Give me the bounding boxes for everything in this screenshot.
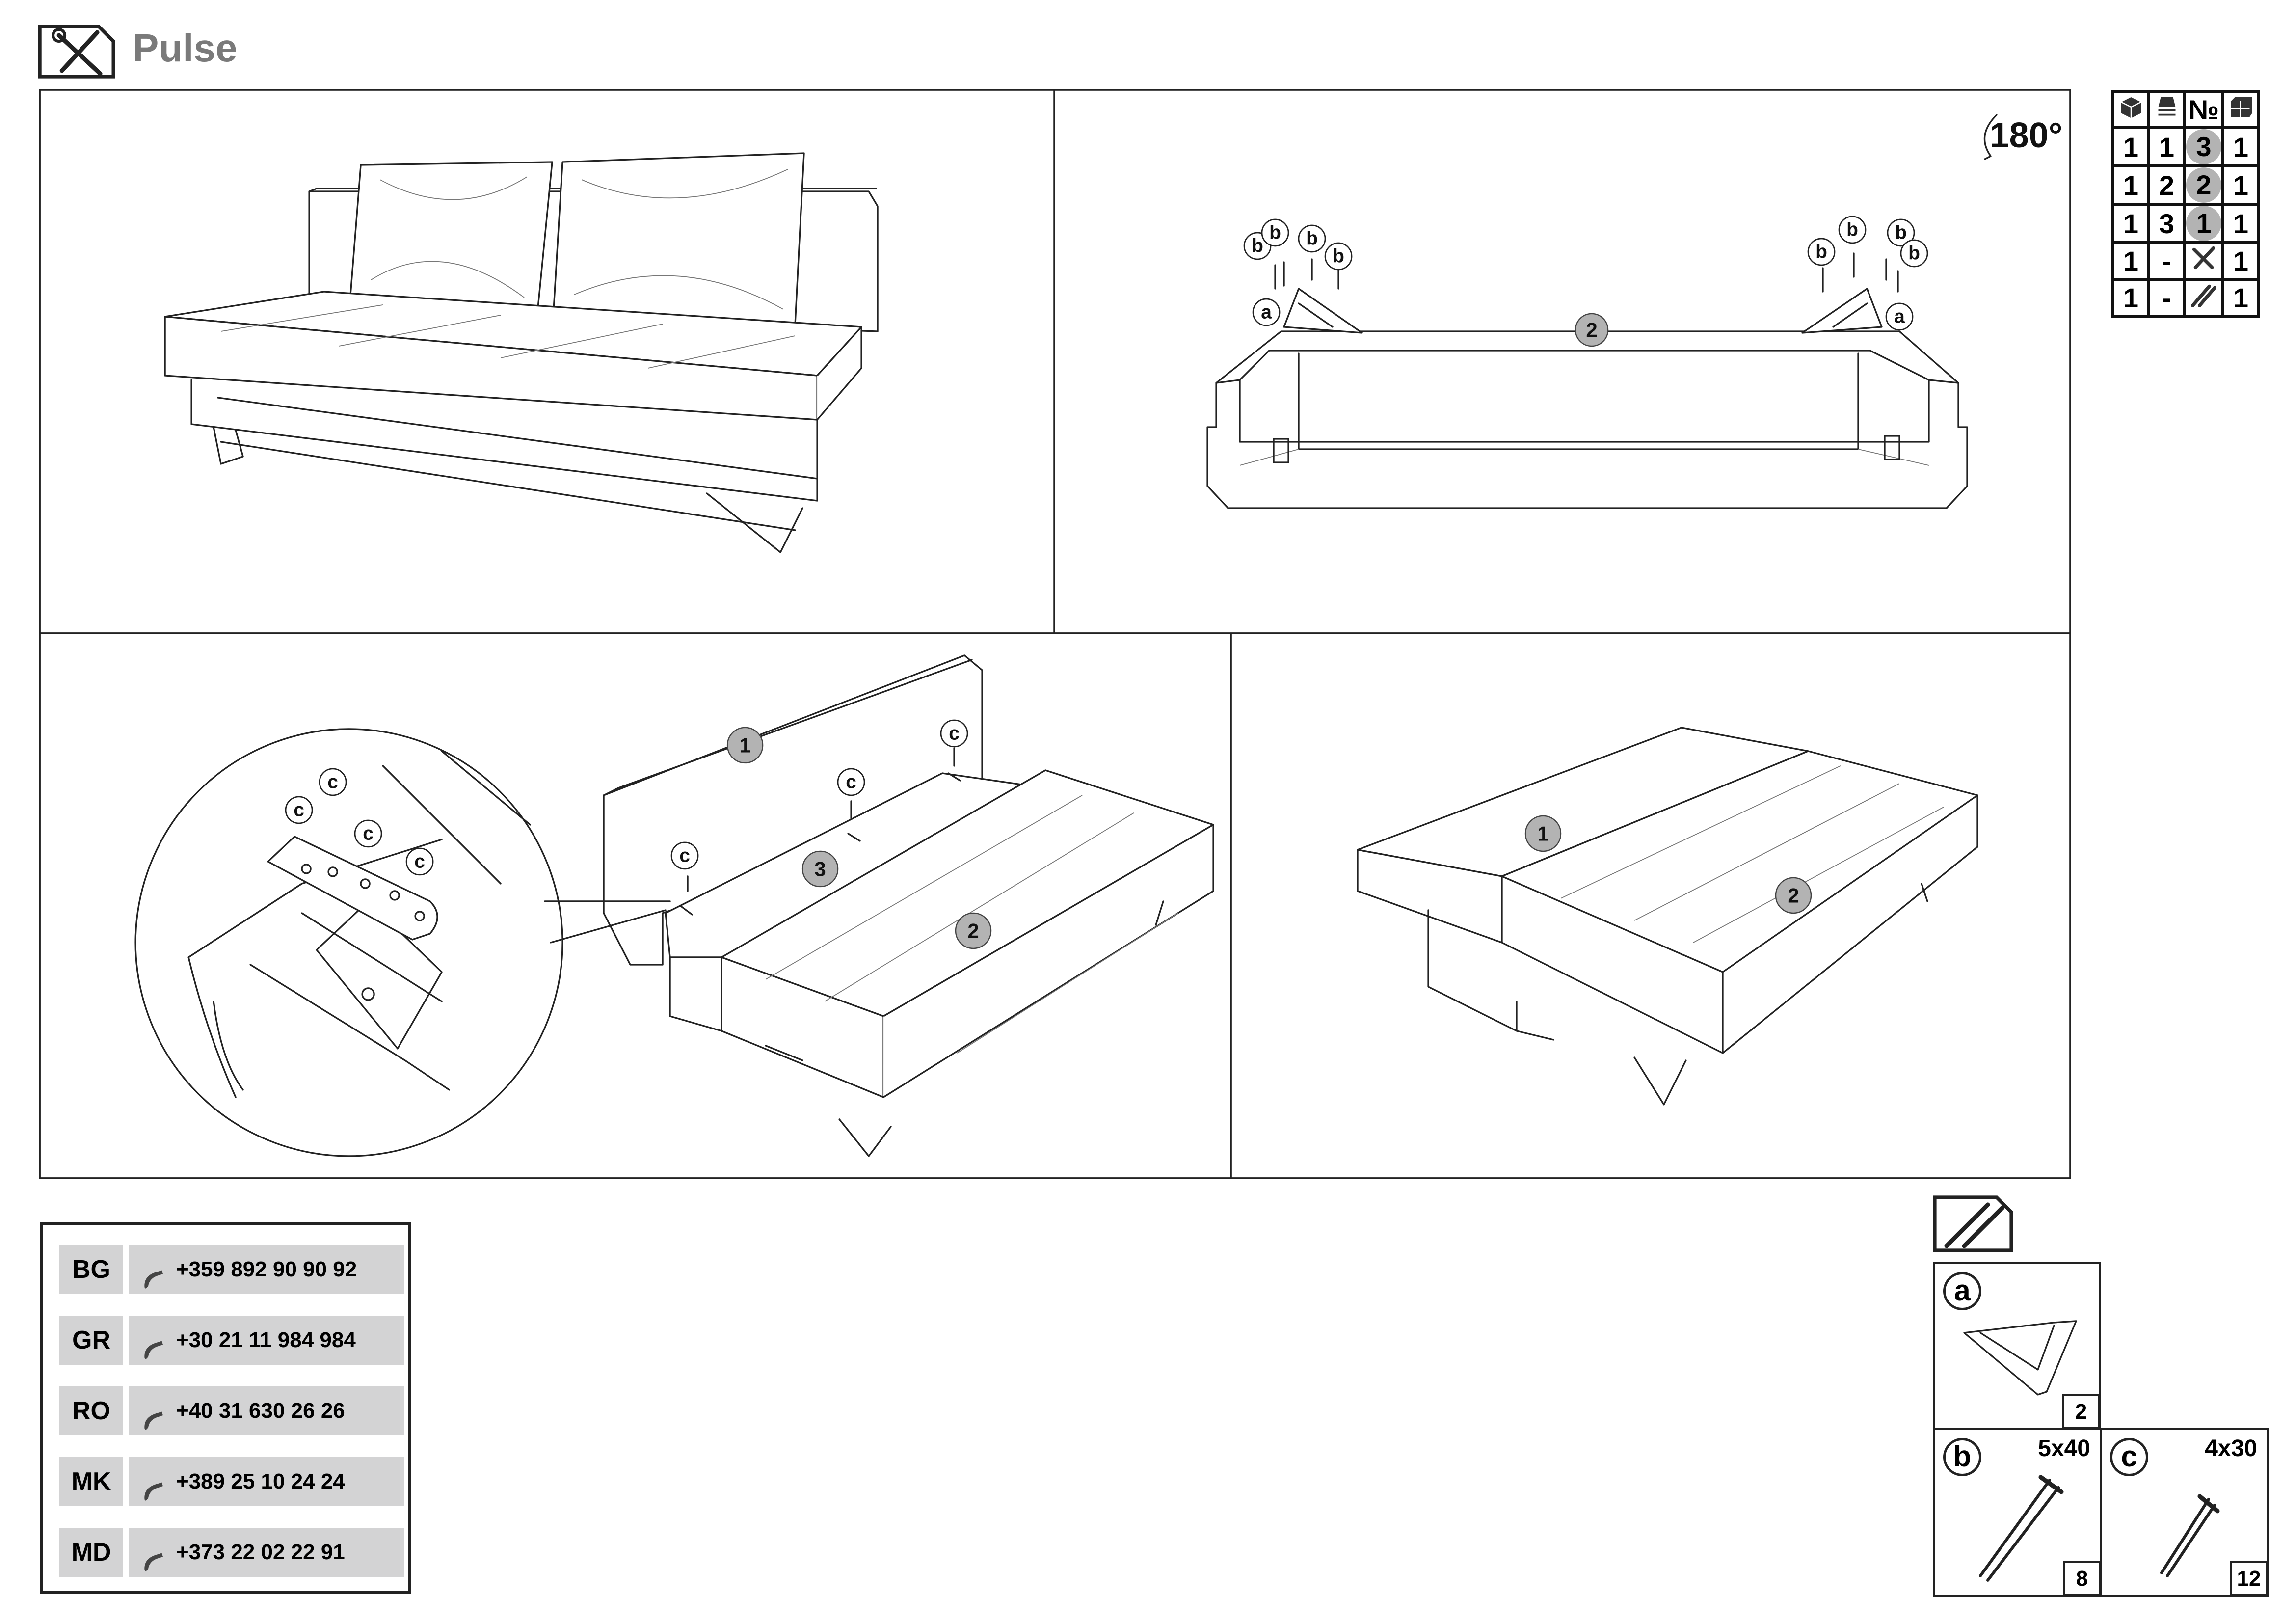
svg-text:b: b bbox=[1846, 219, 1858, 240]
screw-c-drawing bbox=[2160, 1494, 2220, 1577]
phone-icon bbox=[141, 1542, 165, 1591]
panel-frames bbox=[39, 89, 2071, 1179]
screw-b-drawing bbox=[1978, 1475, 2064, 1582]
phone-number[interactable]: +359 892 90 90 92 bbox=[176, 1257, 357, 1281]
part-label: c bbox=[2110, 1438, 2148, 1476]
number-header: № bbox=[2183, 90, 2224, 129]
svg-text:c: c bbox=[363, 823, 374, 844]
phone-icon bbox=[141, 1329, 165, 1379]
table-row: 1-1 bbox=[2111, 278, 2260, 318]
svg-text:b: b bbox=[1269, 222, 1281, 243]
country-code: GR bbox=[59, 1316, 123, 1365]
screws-icon bbox=[2183, 278, 2224, 318]
callout-part-2: 2 bbox=[1586, 318, 1597, 341]
callout-b-group: b b b b b b b b bbox=[1243, 216, 1928, 271]
frame-upside-down-drawing bbox=[1206, 114, 1998, 509]
callout-part-2: 2 bbox=[1788, 884, 1799, 907]
phone-number[interactable]: +30 21 11 984 984 bbox=[176, 1328, 356, 1352]
callout-part-1: 1 bbox=[739, 733, 750, 757]
phone-icon bbox=[141, 1471, 165, 1520]
svg-text:c: c bbox=[679, 845, 690, 866]
box-numbers-icon bbox=[2221, 90, 2260, 129]
rotate-arrow-icon bbox=[1983, 114, 1998, 160]
country-code: MD bbox=[59, 1528, 123, 1577]
callout-a: a bbox=[1894, 306, 1905, 327]
country-code: BG bbox=[59, 1245, 123, 1294]
part-b-box: b 5x40 8 bbox=[1933, 1428, 2102, 1597]
phone-icon bbox=[141, 1259, 165, 1308]
svg-text:b: b bbox=[1908, 243, 1920, 264]
svg-text:c: c bbox=[294, 799, 304, 820]
table-row: 1-1 bbox=[2111, 241, 2260, 281]
svg-text:c: c bbox=[414, 851, 425, 872]
part-number-badge: 3 bbox=[2186, 129, 2221, 164]
page-title: Pulse bbox=[133, 26, 238, 70]
callout-part-1: 1 bbox=[1537, 822, 1548, 845]
rotate-180-label: 180° bbox=[1990, 116, 2063, 155]
svg-text:b: b bbox=[1895, 222, 1907, 243]
svg-text:c: c bbox=[327, 771, 338, 792]
callout-a: a bbox=[1261, 301, 1272, 323]
support-contacts: BG +359 892 90 90 92 GR +30 21 11 984 98… bbox=[40, 1222, 411, 1594]
leg-drawing bbox=[1963, 1320, 2077, 1396]
phone-icon bbox=[141, 1400, 165, 1449]
country-code: MK bbox=[59, 1457, 123, 1506]
arrows bbox=[1274, 252, 1899, 293]
callout-part-2: 2 bbox=[967, 919, 979, 942]
country-code: RO bbox=[59, 1386, 123, 1435]
sofa-drawing bbox=[164, 152, 879, 553]
table-header-row: № bbox=[2111, 90, 2260, 129]
callouts: 2 a a b b b b b b b b 180° 1 3 2 c c c c… bbox=[285, 116, 2063, 949]
screws-icon bbox=[1933, 1195, 2013, 1252]
box-icon bbox=[2111, 90, 2150, 129]
svg-text:b: b bbox=[1815, 241, 1827, 262]
callout-c-group: c c c c c c c bbox=[285, 719, 968, 876]
part-number-badge: 1 bbox=[2186, 206, 2221, 241]
sofa-open-drawing bbox=[134, 654, 1214, 1157]
callout-part-3: 3 bbox=[814, 857, 826, 880]
tools-icon bbox=[2183, 241, 2224, 281]
phone-number[interactable]: +373 22 02 22 91 bbox=[176, 1540, 345, 1564]
part-count: 2 bbox=[2062, 1394, 2100, 1429]
part-size: 4x30 bbox=[2205, 1435, 2257, 1462]
part-count: 12 bbox=[2230, 1561, 2268, 1596]
tools-icon bbox=[38, 25, 115, 79]
svg-text:c: c bbox=[846, 771, 856, 792]
svg-text:c: c bbox=[949, 723, 960, 744]
sofa-bed-drawing bbox=[1357, 727, 1978, 1106]
part-count: 8 bbox=[2063, 1561, 2101, 1596]
part-a-box: a 2 bbox=[1933, 1262, 2101, 1430]
part-size: 5x40 bbox=[2038, 1435, 2090, 1462]
phone-number[interactable]: +389 25 10 24 24 bbox=[176, 1469, 345, 1493]
part-number-badge: 2 bbox=[2186, 167, 2221, 203]
phone-number[interactable]: +40 31 630 26 26 bbox=[176, 1399, 345, 1423]
part-label: a bbox=[1943, 1272, 1981, 1310]
svg-text:b: b bbox=[1333, 245, 1344, 267]
svg-text:b: b bbox=[1252, 235, 1263, 256]
layers-icon bbox=[2147, 90, 2186, 129]
svg-text:b: b bbox=[1306, 228, 1318, 249]
part-c-box: c 4x30 12 bbox=[2100, 1428, 2269, 1597]
part-label: b bbox=[1943, 1438, 1981, 1476]
